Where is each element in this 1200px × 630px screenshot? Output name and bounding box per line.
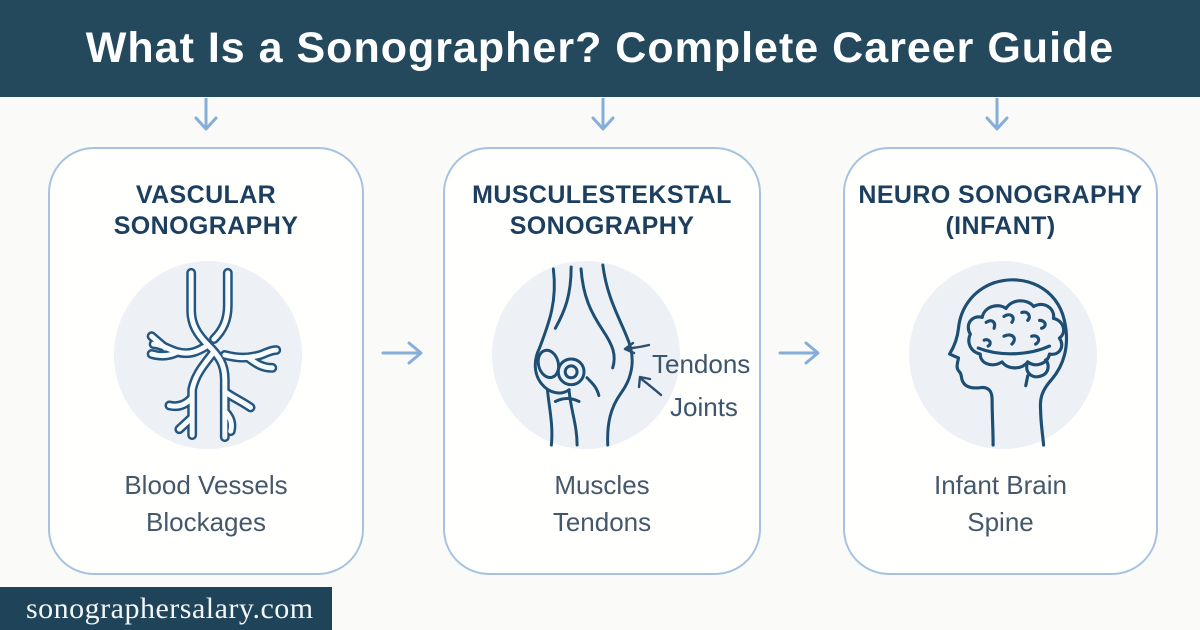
card-title: VASCULAR SONOGRAPHY <box>113 181 299 240</box>
right-arrow-icon <box>381 339 425 367</box>
right-arrow-icon <box>778 339 822 367</box>
blood-vessels-icon <box>114 261 302 449</box>
down-arrow-icon <box>585 98 621 132</box>
card-caption: Muscles Tendons <box>552 470 652 537</box>
card-caption: Blood Vessels Blockages <box>124 470 288 537</box>
card-title: MUSCULESTEKSTAL SONOGRAPHY <box>472 181 732 240</box>
card-title: NEURO SONOGRAPHY (INFANT) <box>858 181 1143 240</box>
joints-label: Joints <box>670 392 738 422</box>
card-caption: Infant Brain Spine <box>934 470 1067 537</box>
tendons-arrow-icon <box>621 340 651 356</box>
knee-joint-icon <box>492 261 680 449</box>
infant-brain-icon <box>909 261 1097 449</box>
joints-arrow-icon <box>635 373 663 397</box>
vascular-sonography-card: VASCULAR SONOGRAPHY <box>48 147 364 575</box>
header-banner: What Is a Sonographer? Complete Career G… <box>0 0 1200 97</box>
tendons-label: Tendons <box>652 349 751 379</box>
musculoskeletal-sonography-card: MUSCULESTEKSTAL SONOGRAPHY <box>443 147 761 575</box>
website-url: sonographersalary.com <box>26 591 314 625</box>
neuro-sonography-card: NEURO SONOGRAPHY (INFANT) <box>843 147 1158 575</box>
website-watermark: sonographersalary.com <box>0 587 332 630</box>
down-arrow-icon <box>188 98 224 132</box>
down-arrow-icon <box>979 98 1015 132</box>
page-title: What Is a Sonographer? Complete Career G… <box>85 24 1115 72</box>
